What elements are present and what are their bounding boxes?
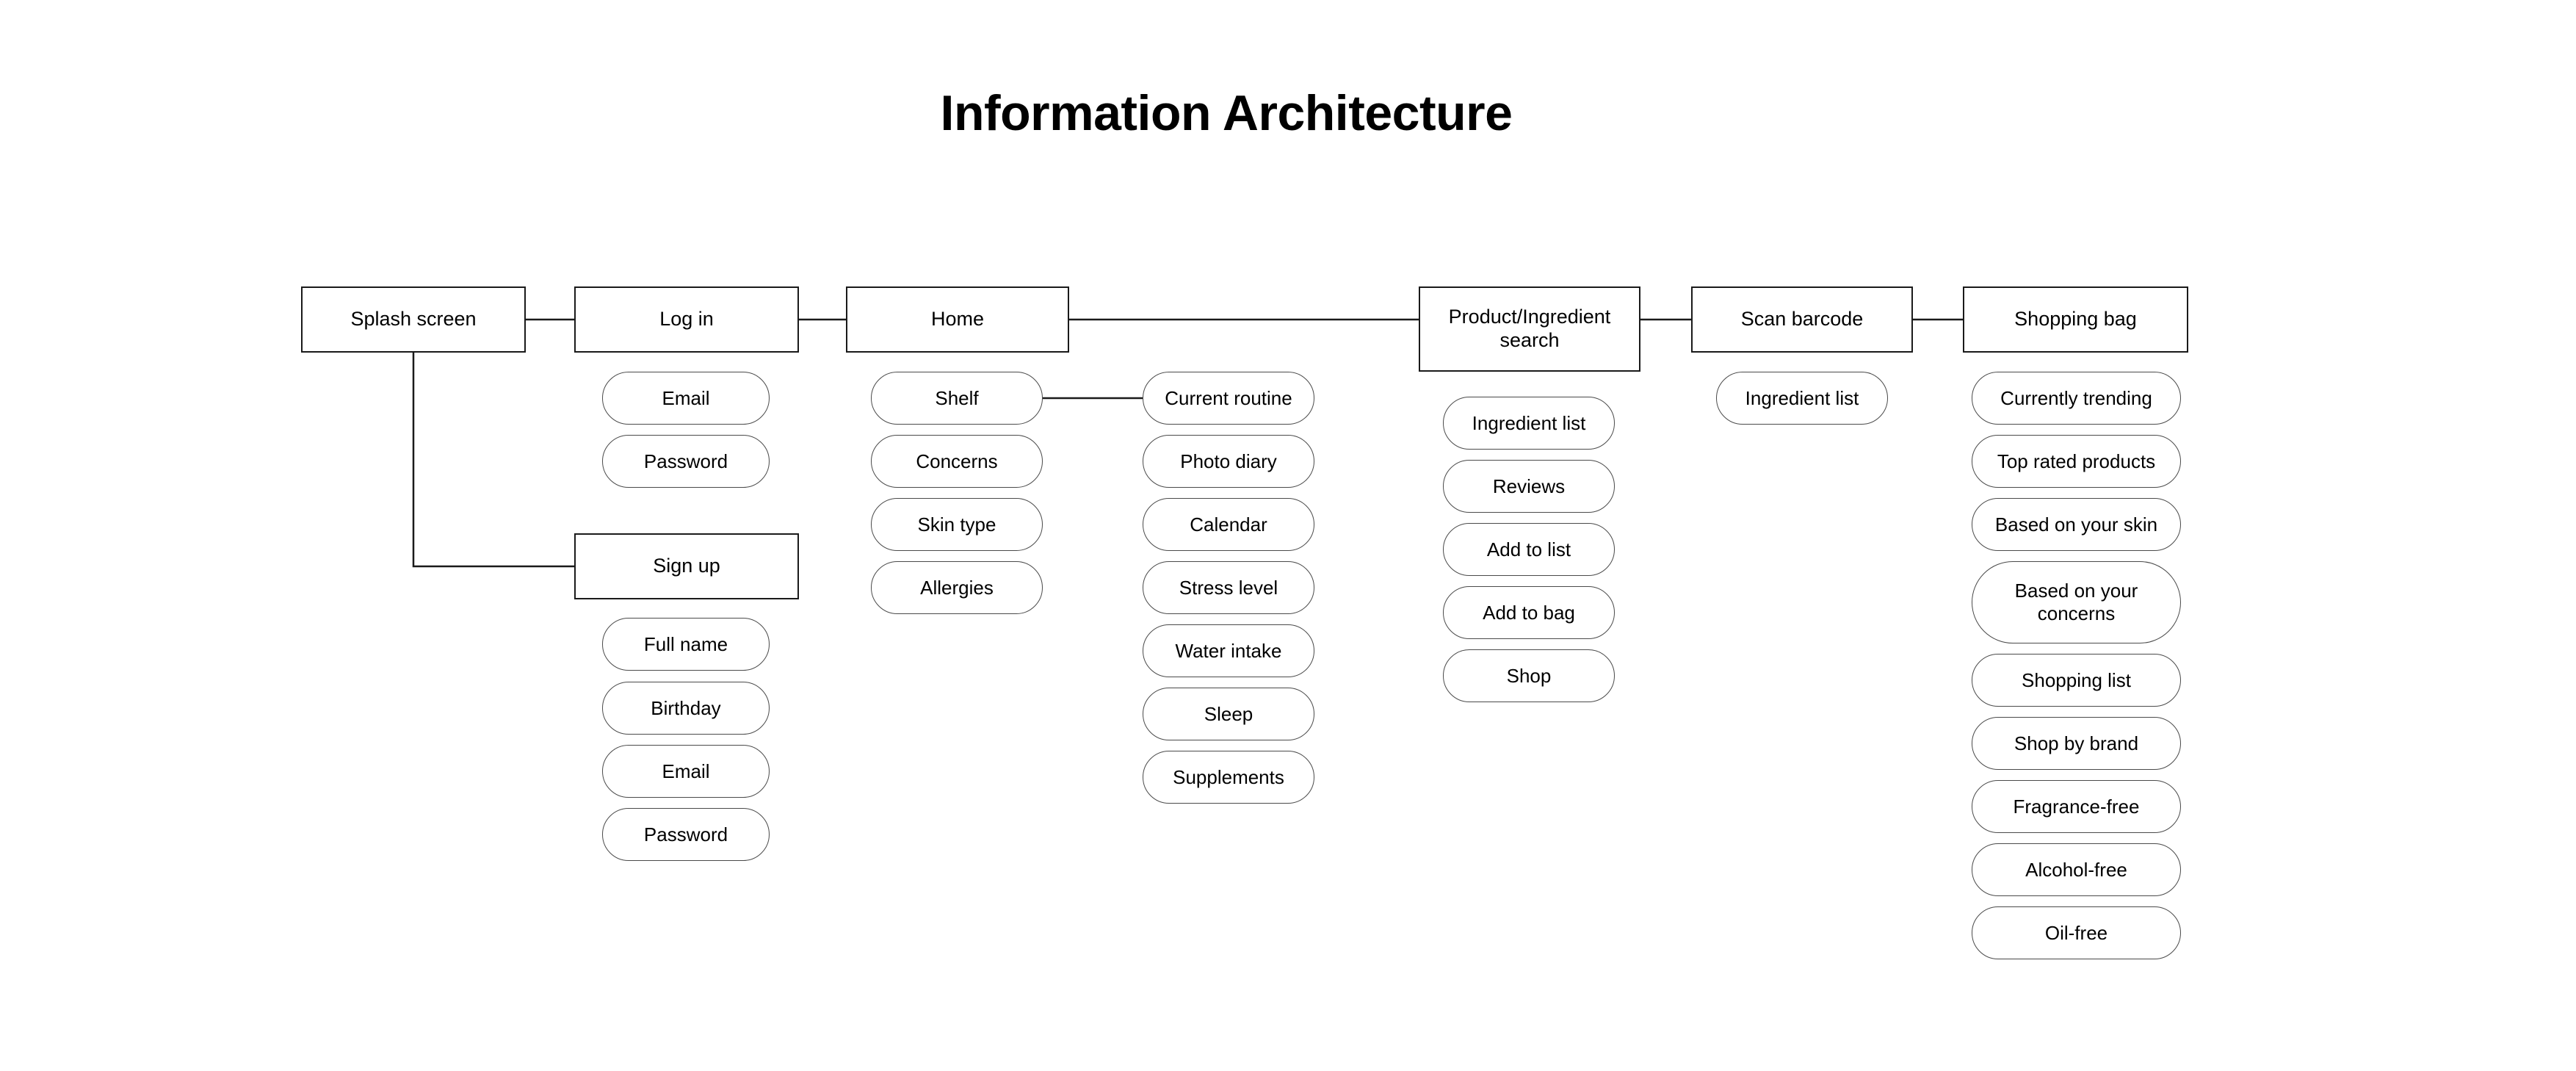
screen-node-splash-screen[interactable]: Splash screen xyxy=(301,286,526,353)
pill-node-signup-full-name[interactable]: Full name xyxy=(602,618,770,671)
screen-node-home[interactable]: Home xyxy=(846,286,1069,353)
node-label: Birthday xyxy=(651,696,721,719)
pill-node-top-rated-products[interactable]: Top rated products xyxy=(1972,435,2181,488)
node-label: Add to list xyxy=(1486,538,1571,560)
node-label: Splash screen xyxy=(350,308,477,331)
pill-node-signup-password[interactable]: Password xyxy=(602,808,770,861)
node-label: Shop xyxy=(1506,664,1552,687)
node-label: Stress level xyxy=(1179,576,1278,599)
connector-splash-to-signup xyxy=(412,353,574,568)
node-label: Photo diary xyxy=(1180,450,1277,472)
pill-node-ingredient-list-search[interactable]: Ingredient list xyxy=(1443,397,1615,450)
node-label: Add to bag xyxy=(1483,601,1575,624)
pill-node-concerns[interactable]: Concerns xyxy=(871,435,1043,488)
pill-node-shopping-list[interactable]: Shopping list xyxy=(1972,654,2181,707)
screen-node-product-ingredient-search[interactable]: Product/Ingredient search xyxy=(1419,286,1640,372)
page-title: Information Architecture xyxy=(940,85,1513,141)
node-label: Log in xyxy=(659,308,714,331)
pill-node-currently-trending[interactable]: Currently trending xyxy=(1972,372,2181,425)
pill-node-skin-type[interactable]: Skin type xyxy=(871,498,1043,551)
pill-node-login-email[interactable]: Email xyxy=(602,372,770,425)
screen-node-shopping-bag[interactable]: Shopping bag xyxy=(1963,286,2188,353)
pill-node-fragrance-free[interactable]: Fragrance-free xyxy=(1972,780,2181,833)
node-label: Based on your skin xyxy=(1994,513,2158,536)
pill-node-calendar[interactable]: Calendar xyxy=(1143,498,1314,551)
node-label: Water intake xyxy=(1175,639,1282,662)
node-label: Sign up xyxy=(653,555,720,577)
node-label: Ingredient list xyxy=(1745,386,1859,409)
pill-node-add-to-list[interactable]: Add to list xyxy=(1443,523,1615,576)
node-label: Fragrance-free xyxy=(2013,795,2140,818)
node-label: Sleep xyxy=(1204,702,1253,725)
node-label: Reviews xyxy=(1492,475,1566,497)
node-label: Skin type xyxy=(917,513,996,536)
node-label: Concerns xyxy=(916,450,998,472)
pill-node-reviews[interactable]: Reviews xyxy=(1443,460,1615,513)
screen-node-scan-barcode[interactable]: Scan barcode xyxy=(1691,286,1913,353)
pill-node-sleep[interactable]: Sleep xyxy=(1143,688,1314,740)
node-label: Oil-free xyxy=(2044,921,2108,944)
pill-node-stress-level[interactable]: Stress level xyxy=(1143,561,1314,614)
node-label: Shop by brand xyxy=(2014,732,2139,754)
node-label: Product/Ingredient search xyxy=(1448,306,1611,351)
node-label: Password xyxy=(643,823,728,845)
node-label: Email xyxy=(662,760,710,782)
node-label: Currently trending xyxy=(2000,386,2152,409)
node-label: Ingredient list xyxy=(1472,411,1586,434)
node-label: Supplements xyxy=(1173,765,1284,788)
pill-node-signup-email[interactable]: Email xyxy=(602,745,770,798)
node-label: Home xyxy=(930,308,985,331)
pill-node-allergies[interactable]: Allergies xyxy=(871,561,1043,614)
node-label: Current routine xyxy=(1165,386,1292,409)
pill-node-shelf[interactable]: Shelf xyxy=(871,372,1043,425)
pill-node-alcohol-free[interactable]: Alcohol-free xyxy=(1972,843,2181,896)
node-label: Email xyxy=(662,386,710,409)
screen-node-sign-up[interactable]: Sign up xyxy=(574,533,799,599)
pill-node-based-on-your-concerns[interactable]: Based on your concerns xyxy=(1972,561,2181,643)
pill-node-ingredient-list-scan[interactable]: Ingredient list xyxy=(1716,372,1888,425)
pill-node-login-password[interactable]: Password xyxy=(602,435,770,488)
pill-node-shop-by-brand[interactable]: Shop by brand xyxy=(1972,717,2181,770)
pill-node-current-routine[interactable]: Current routine xyxy=(1143,372,1314,425)
pill-node-supplements[interactable]: Supplements xyxy=(1143,751,1314,804)
pill-node-based-on-your-skin[interactable]: Based on your skin xyxy=(1972,498,2181,551)
node-label: Password xyxy=(643,450,728,472)
pill-node-oil-free[interactable]: Oil-free xyxy=(1972,906,2181,959)
pill-node-signup-birthday[interactable]: Birthday xyxy=(602,682,770,735)
pill-node-photo-diary[interactable]: Photo diary xyxy=(1143,435,1314,488)
node-label: Full name xyxy=(643,632,728,655)
pill-node-shop[interactable]: Shop xyxy=(1443,649,1615,702)
node-label: Shelf xyxy=(935,386,979,409)
pill-node-add-to-bag[interactable]: Add to bag xyxy=(1443,586,1615,639)
node-label: Allergies xyxy=(920,576,994,599)
screen-node-log-in[interactable]: Log in xyxy=(574,286,799,353)
node-label: Shopping bag xyxy=(2014,308,2137,331)
node-label: Alcohol-free xyxy=(2025,858,2127,881)
node-label: Calendar xyxy=(1190,513,1267,536)
node-label: Based on your concerns xyxy=(2014,580,2138,624)
node-label: Shopping list xyxy=(2022,668,2131,691)
pill-node-water-intake[interactable]: Water intake xyxy=(1143,624,1314,677)
node-label: Scan barcode xyxy=(1740,308,1864,331)
node-label: Top rated products xyxy=(1997,450,2156,472)
